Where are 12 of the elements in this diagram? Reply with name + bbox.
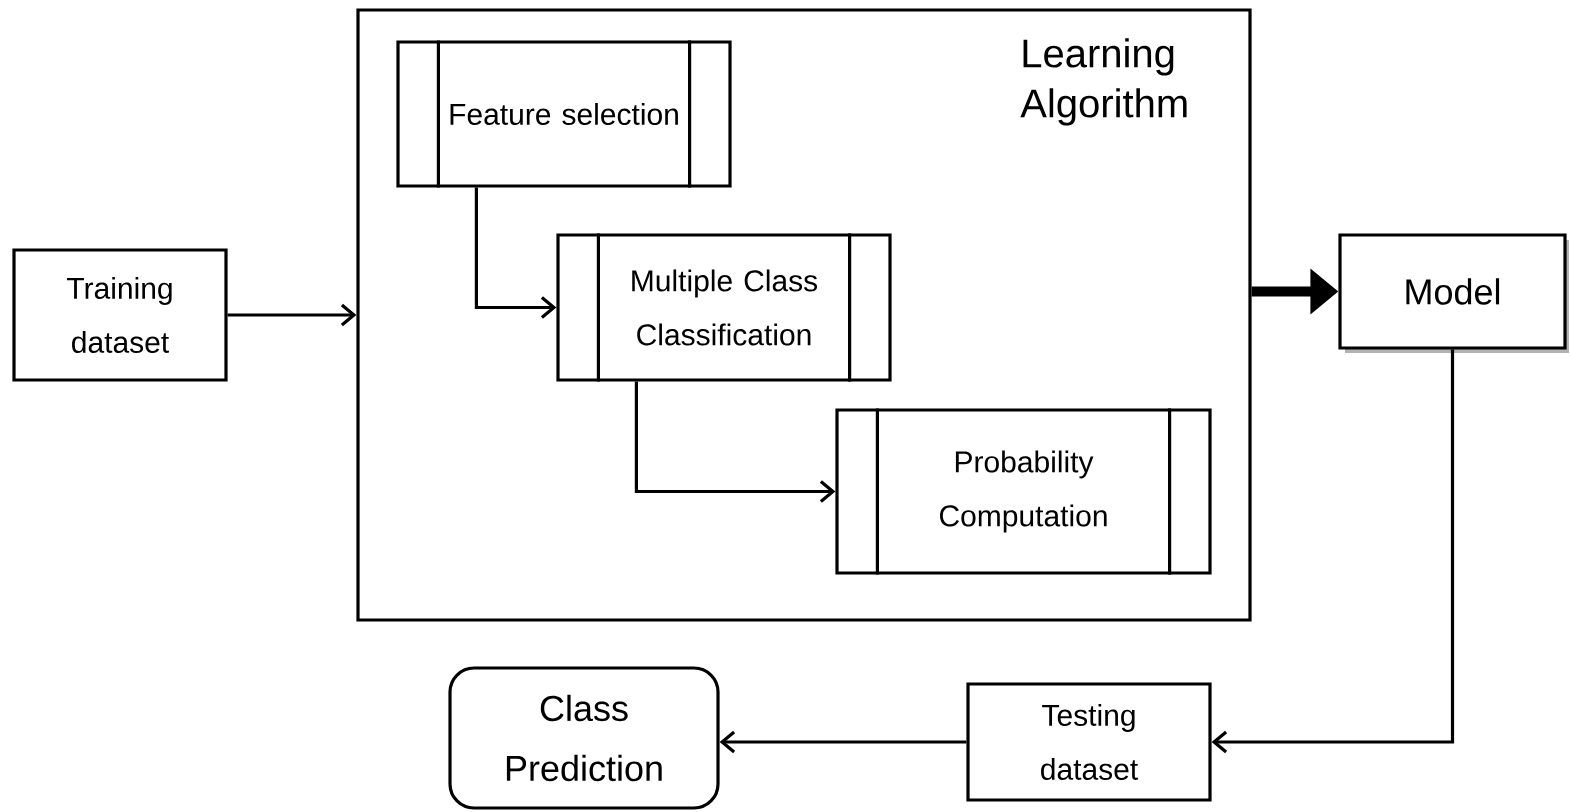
process-box: Probability Computation <box>835 408 1212 575</box>
arrow <box>227 303 357 327</box>
process-box: Feature selection <box>396 40 732 188</box>
terminal-box: Class Prediction <box>448 666 720 810</box>
arrow <box>719 730 967 754</box>
arrow <box>474 187 557 319</box>
arrow <box>634 381 836 503</box>
arrow <box>1211 349 1455 754</box>
output-box: Model <box>1338 233 1569 353</box>
input-box: Training dataset <box>12 248 228 382</box>
input-box: Testing dataset <box>966 682 1212 802</box>
process-box: Multiple Class Classification <box>556 233 892 382</box>
